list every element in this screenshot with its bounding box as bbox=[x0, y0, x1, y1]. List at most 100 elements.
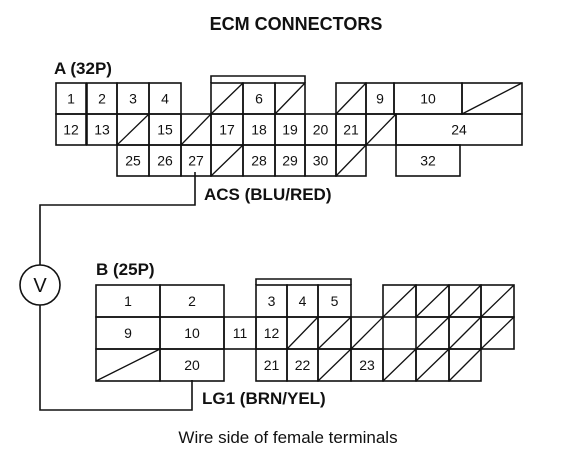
terminal-number: 10 bbox=[184, 325, 200, 341]
terminal-number: 11 bbox=[233, 325, 248, 341]
connector-a-cell-30: 30 bbox=[304, 144, 337, 177]
connector-b-cell-3: 3 bbox=[255, 284, 288, 318]
connector-a-cell-32: 32 bbox=[395, 144, 461, 177]
connector-b-cell-20: 20 bbox=[159, 348, 225, 382]
terminal-number: 1 bbox=[124, 293, 132, 309]
connector-b-cell-blank bbox=[415, 348, 450, 382]
terminal-number: 28 bbox=[251, 153, 267, 169]
connector-b-cell-blank bbox=[317, 316, 352, 350]
connector-b-cell-10: 10 bbox=[159, 316, 225, 350]
terminal-number: 5 bbox=[331, 293, 339, 309]
connector-a-cell-12: 12 bbox=[55, 113, 87, 146]
terminal-number: 13 bbox=[94, 122, 110, 138]
terminal-number: 32 bbox=[420, 153, 436, 169]
terminal-number: 12 bbox=[63, 122, 79, 138]
connector-a-cell-blank bbox=[210, 144, 244, 177]
connector-a-cell-2: 2 bbox=[86, 82, 118, 115]
connector-a-cell-17: 17 bbox=[210, 113, 244, 146]
connector-b-cell-blank bbox=[448, 348, 482, 382]
connector-b-cell-1: 1 bbox=[95, 284, 161, 318]
connector-a-cell-blank bbox=[116, 113, 150, 146]
connector-a-cell-4: 4 bbox=[148, 82, 182, 115]
connector-b-cell-23: 23 bbox=[350, 348, 384, 382]
terminal-number: 21 bbox=[264, 357, 280, 373]
connector-b-cell-blank bbox=[382, 284, 417, 318]
connector-a-cell-3: 3 bbox=[116, 82, 150, 115]
connector-b-cell-11: 11 bbox=[223, 316, 257, 350]
connector-a-cell-28: 28 bbox=[242, 144, 276, 177]
connector-a-cell-10: 10 bbox=[393, 82, 463, 115]
voltmeter-symbol-letter: V bbox=[33, 275, 47, 297]
terminal-number: 25 bbox=[125, 153, 141, 169]
connector-a-cell-blank bbox=[274, 82, 306, 115]
wire-to-terminal-b10 bbox=[39, 305, 193, 411]
terminal-number: 12 bbox=[264, 325, 280, 341]
connector-b-cell-blank bbox=[480, 316, 515, 350]
terminal-number: 1 bbox=[67, 91, 75, 107]
connector-a-label: A (32P) bbox=[54, 59, 112, 78]
connector-b-cell-blank bbox=[480, 284, 515, 318]
caption: Wire side of female terminals bbox=[178, 428, 397, 447]
connector-b-label: B (25P) bbox=[96, 260, 155, 279]
connector-b-cell-blank bbox=[350, 316, 384, 350]
connector-b-cell-blank bbox=[382, 348, 417, 382]
terminal-number: 19 bbox=[282, 122, 298, 138]
connector-a-cell-29: 29 bbox=[274, 144, 306, 177]
connector-a-lock-tab bbox=[210, 75, 306, 83]
connector-b-lock-tab bbox=[255, 278, 352, 285]
connector-b-cell-21: 21 bbox=[255, 348, 288, 382]
terminal-number: 18 bbox=[251, 122, 267, 138]
terminal-number: 20 bbox=[313, 122, 329, 138]
connector-a-cell-9: 9 bbox=[365, 82, 395, 115]
terminal-number: 20 bbox=[184, 357, 200, 373]
connector-a-cell-21: 21 bbox=[335, 113, 367, 146]
probe-b-label: LG1 (BRN/YEL) bbox=[202, 389, 326, 408]
connector-b-cell-blank bbox=[415, 284, 450, 318]
terminal-number: 24 bbox=[451, 122, 467, 138]
terminal-number: 4 bbox=[161, 91, 169, 107]
terminal-number: 22 bbox=[295, 357, 311, 373]
terminal-number: 10 bbox=[420, 91, 436, 107]
connector-b-cell-blank bbox=[317, 348, 352, 382]
connector-a-cell-26: 26 bbox=[148, 144, 182, 177]
connector-a-cell-blank bbox=[180, 113, 212, 146]
connector-a-cell-24: 24 bbox=[395, 113, 523, 146]
terminal-number: 2 bbox=[188, 293, 196, 309]
connector-a-cell-27: 27 bbox=[180, 144, 212, 177]
connector-b-cell-2: 2 bbox=[159, 284, 225, 318]
terminal-number: 17 bbox=[219, 122, 235, 138]
wire-to-terminal-a27 bbox=[39, 172, 196, 265]
connector-b-cell-22: 22 bbox=[286, 348, 319, 382]
connector-a-cell-20: 20 bbox=[304, 113, 337, 146]
connector-b-cell-9: 9 bbox=[95, 316, 161, 350]
terminal-number: 23 bbox=[359, 357, 375, 373]
connector-a-cell-25: 25 bbox=[116, 144, 150, 177]
connector-b-cell-blank bbox=[95, 348, 161, 382]
connector-b-cell-blank bbox=[286, 316, 319, 350]
terminal-number: 4 bbox=[299, 293, 307, 309]
connector-a-cell-15: 15 bbox=[148, 113, 182, 146]
connector-b-cell-4: 4 bbox=[286, 284, 319, 318]
connector-a-cell-18: 18 bbox=[242, 113, 276, 146]
terminal-number: 3 bbox=[268, 293, 276, 309]
connector-a-cell-6: 6 bbox=[242, 82, 276, 115]
connector-a-cell-1: 1 bbox=[55, 82, 87, 115]
terminal-number: 2 bbox=[98, 91, 106, 107]
diagram-title: ECM CONNECTORS bbox=[210, 14, 383, 34]
connector-a-cell-13: 13 bbox=[86, 113, 118, 146]
connector-a-cell-blank bbox=[210, 82, 244, 115]
connector-a-cell-blank bbox=[365, 113, 397, 146]
connector-a-cell-blank bbox=[335, 144, 367, 177]
voltmeter-wiring: V bbox=[19, 172, 196, 411]
voltmeter-symbol: V bbox=[19, 264, 61, 306]
terminal-number: 21 bbox=[343, 122, 359, 138]
connector-b-cell-blank bbox=[448, 316, 482, 350]
connector-a-cell-blank bbox=[335, 82, 367, 115]
connector-b-cell-5: 5 bbox=[317, 284, 352, 318]
terminal-number: 6 bbox=[255, 91, 263, 107]
connector-a-cell-blank bbox=[461, 82, 523, 115]
terminal-number: 3 bbox=[129, 91, 137, 107]
